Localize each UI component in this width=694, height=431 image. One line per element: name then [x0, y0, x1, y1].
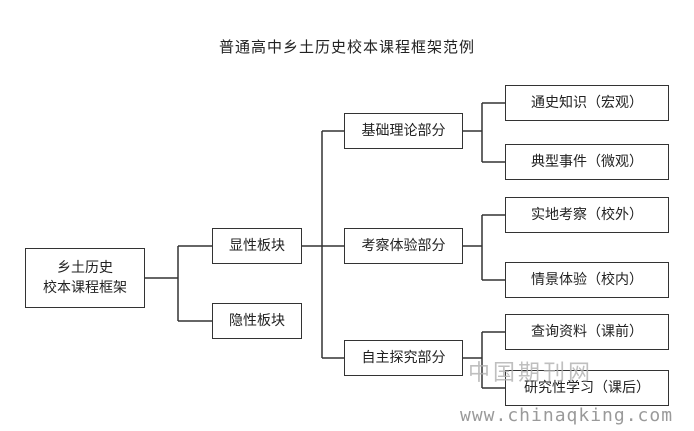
node-research-study: 研究性学习（课后） [505, 370, 669, 406]
node-research-materials-label: 查询资料（课前） [531, 324, 643, 340]
node-research-materials: 查询资料（课前） [505, 314, 669, 350]
node-theory-part: 基础理论部分 [344, 113, 463, 149]
node-inquiry-part: 自主探究部分 [344, 340, 463, 376]
watermark-cn: 中国期刊网 [468, 361, 594, 386]
node-inspection-part: 考察体验部分 [344, 228, 463, 264]
node-general-history: 通史知识（宏观） [505, 85, 669, 121]
node-scenario-experience-label: 情景体验（校内） [531, 272, 643, 288]
node-theory-label: 基础理论部分 [361, 123, 446, 139]
node-general-history-label: 通史知识（宏观） [531, 95, 643, 111]
node-root: 乡土历史 校本课程框架 [25, 248, 145, 308]
node-explicit-section: 显性板块 [212, 228, 302, 264]
node-explicit-label: 显性板块 [229, 238, 285, 254]
node-scenario-experience: 情景体验（校内） [505, 262, 669, 298]
node-root-line2: 校本课程框架 [43, 280, 127, 296]
node-typical-events-label: 典型事件（微观） [531, 154, 643, 170]
node-implicit-label: 隐性板块 [229, 313, 285, 329]
node-root-line1: 乡土历史 [57, 260, 113, 276]
watermark-url: www.chinaqking.com [460, 405, 674, 426]
node-implicit-section: 隐性板块 [212, 303, 302, 339]
node-field-inspection: 实地考察（校外） [505, 197, 669, 233]
node-research-study-label: 研究性学习（课后） [524, 380, 650, 396]
node-typical-events: 典型事件（微观） [505, 144, 669, 180]
node-inspection-label: 考察体验部分 [361, 238, 446, 254]
node-inquiry-label: 自主探究部分 [361, 350, 446, 366]
diagram-title: 普通高中乡土历史校本课程框架范例 [218, 38, 475, 56]
node-field-inspection-label: 实地考察（校外） [531, 207, 643, 223]
